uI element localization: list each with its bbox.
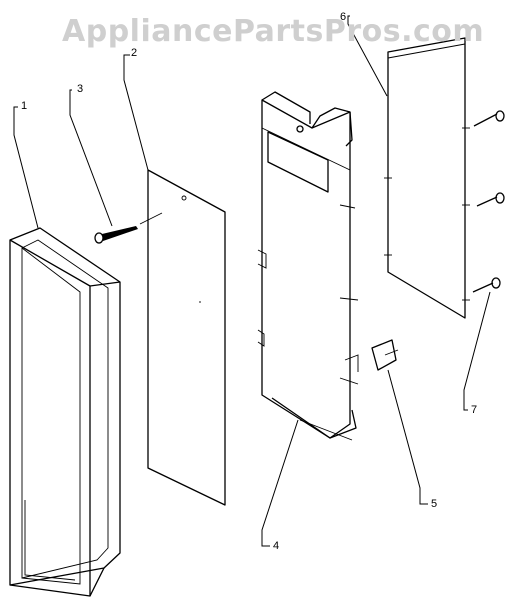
part-2-panel xyxy=(147,169,226,506)
callout-3: 3 xyxy=(77,83,84,95)
part-4-bracket xyxy=(257,91,359,441)
callout-4: 4 xyxy=(273,540,280,552)
part-1-frame xyxy=(9,227,121,597)
part-7-screws xyxy=(472,110,505,293)
callout-6: 6 xyxy=(340,11,347,23)
part-3-screw xyxy=(94,212,163,244)
callout-1: 1 xyxy=(21,100,28,112)
part-5-clip xyxy=(371,339,399,371)
part-6-board xyxy=(384,37,470,319)
watermark-text: AppliancePartsPros.com xyxy=(62,14,485,49)
callout-leaders xyxy=(13,15,491,547)
callout-7: 7 xyxy=(471,404,478,416)
callout-2: 2 xyxy=(131,47,138,59)
callout-5: 5 xyxy=(431,498,438,510)
